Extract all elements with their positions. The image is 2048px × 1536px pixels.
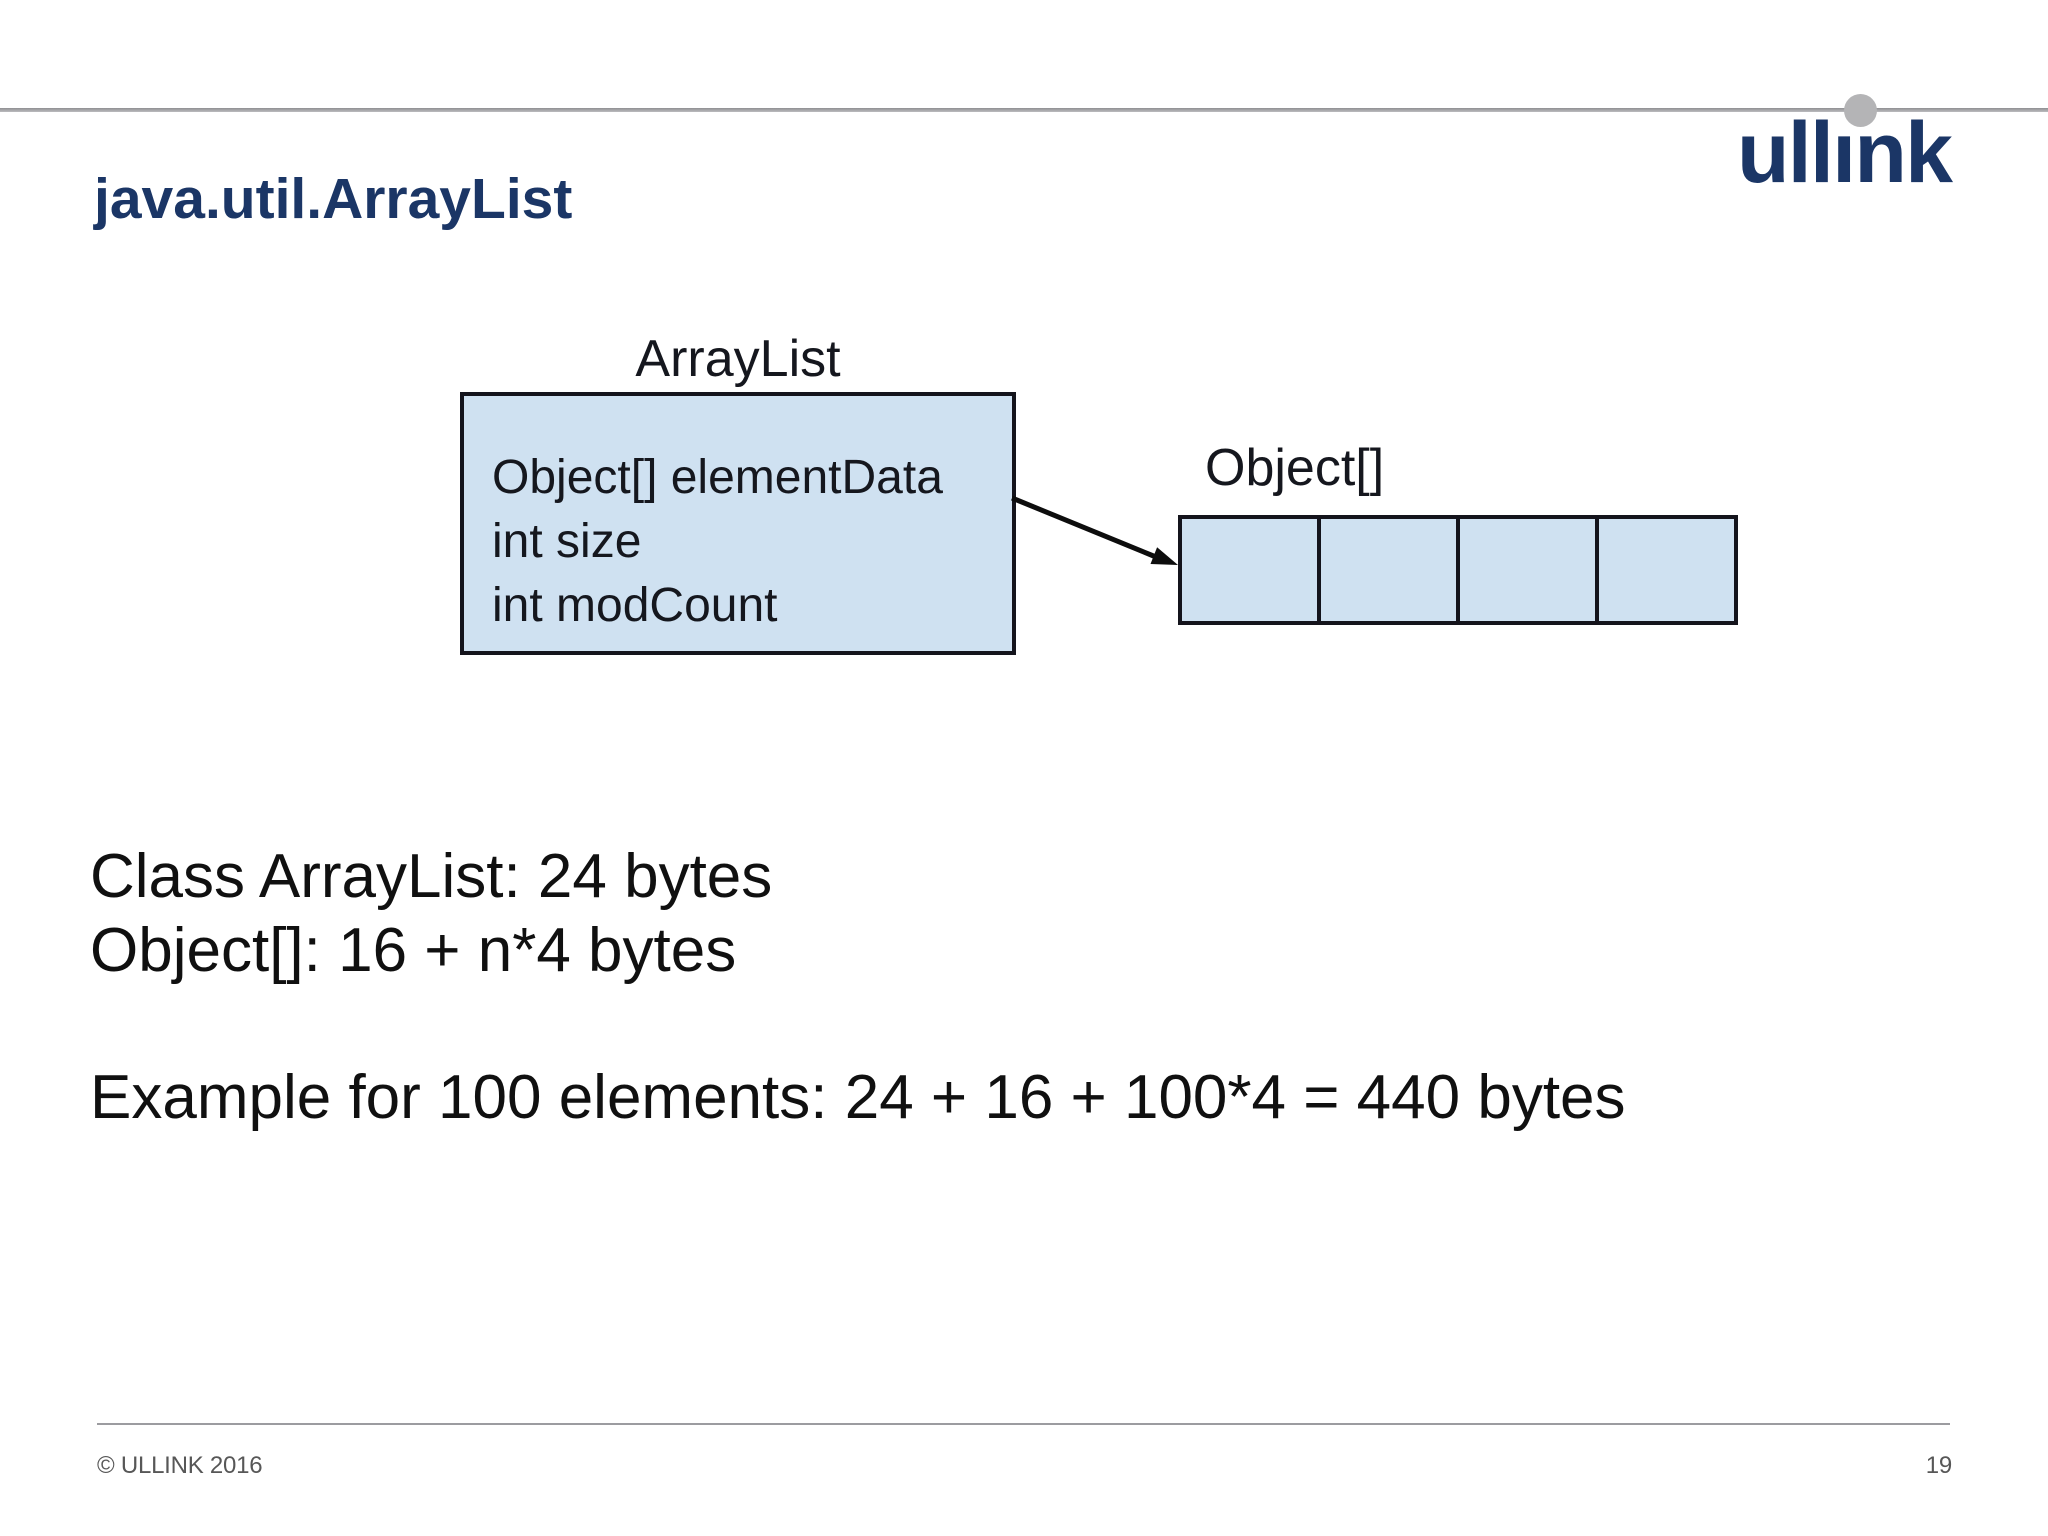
field-size: int size (492, 515, 642, 568)
array-cell (1595, 519, 1734, 621)
example-text: Example for 100 elements: 24 + 16 + 100*… (90, 1063, 1626, 1132)
logo-segment-post: nk (1854, 105, 1953, 201)
logo-segment-dotless-i: ı (1832, 105, 1856, 201)
field-mod-count: int modCount (492, 579, 778, 632)
slide-title: java.util.ArrayList (94, 167, 573, 231)
pointer-arrow-icon (1011, 495, 1178, 565)
array-cell (1182, 519, 1317, 621)
ullink-logo-dot-icon (1844, 94, 1877, 127)
copyright-text: © ULLINK 2016 (97, 1452, 263, 1479)
page-number: 19 (1925, 1452, 1952, 1479)
array-cell (1456, 519, 1595, 621)
array-cell (1317, 519, 1456, 621)
field-element-data: Object[] elementData (492, 451, 943, 504)
object-array-box (1178, 515, 1738, 625)
ullink-logo: ullınk (1737, 110, 1953, 196)
header-rule (0, 108, 2048, 112)
class-diagram-title: ArrayList (635, 330, 841, 388)
array-diagram-title: Object[] (1205, 439, 1385, 497)
footer-rule (97, 1423, 1950, 1425)
logo-segment-pre: ull (1737, 105, 1834, 201)
memory-size-text: Class ArrayList: 24 bytes Object[]: 16 +… (90, 842, 773, 985)
arraylist-class-box: Object[] elementData int size int modCou… (460, 392, 1016, 655)
class-fields: Object[] elementData int size int modCou… (464, 396, 1012, 638)
